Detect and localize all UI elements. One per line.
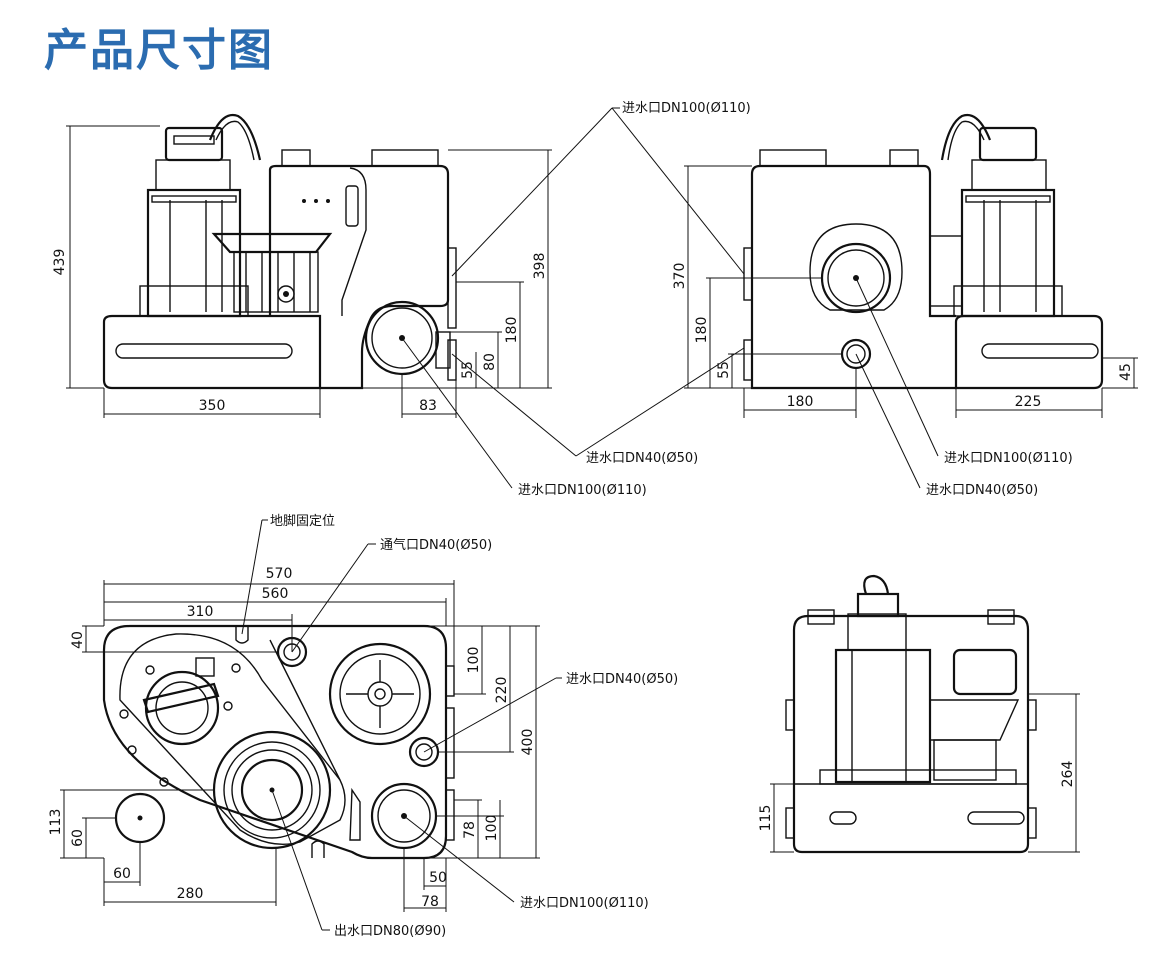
dim-115: 115 bbox=[758, 805, 774, 832]
label-inlet-dn100-top: 进水口DN100(Ø110) bbox=[622, 101, 751, 116]
dim-439: 439 bbox=[52, 249, 68, 276]
label-side-inlet-dn40: 进水口DN40(Ø50) bbox=[926, 483, 1038, 498]
dim-280: 280 bbox=[177, 886, 204, 902]
dim-45: 45 bbox=[1118, 363, 1134, 381]
dim-40: 40 bbox=[70, 631, 86, 649]
label-side-inlet-dn100: 进水口DN100(Ø110) bbox=[944, 451, 1073, 466]
dim-398: 398 bbox=[532, 253, 548, 280]
leader-lines-top: 进水口DN100(Ø110) 进水口DN40(Ø50) 进水口DN100(Ø11… bbox=[401, 101, 751, 498]
view-side-elevation: 370 180 55 45 180 225 进水口DN100(Ø110) 进水口… bbox=[672, 113, 1138, 498]
dim-264: 264 bbox=[1060, 761, 1076, 788]
dim-55: 55 bbox=[460, 361, 476, 379]
dim-100-bottom: 100 bbox=[484, 815, 500, 842]
dim-225: 225 bbox=[1015, 394, 1042, 410]
dim-220: 220 bbox=[494, 677, 510, 704]
dim-180: 180 bbox=[504, 317, 520, 344]
dim-370: 370 bbox=[672, 263, 688, 290]
dim-180-width: 180 bbox=[787, 394, 814, 410]
dim-80: 80 bbox=[482, 353, 498, 371]
dim-113: 113 bbox=[48, 809, 64, 836]
label-inlet-dn100-bot: 进水口DN100(Ø110) bbox=[518, 483, 647, 498]
view-front-elevation: 439 398 180 80 55 350 83 bbox=[52, 113, 552, 418]
label-inlet-dn40-mid: 进水口DN40(Ø50) bbox=[586, 451, 698, 466]
label-plan-inlet-dn40: 进水口DN40(Ø50) bbox=[566, 672, 678, 687]
view-plan: 570 560 310 40 100 220 400 78 100 113 bbox=[48, 513, 678, 939]
dim-78-right: 78 bbox=[462, 821, 478, 839]
dim-78-bottom: 78 bbox=[421, 894, 439, 910]
dim-310: 310 bbox=[187, 604, 214, 620]
dim-180-side: 180 bbox=[694, 317, 710, 344]
label-foot-fix: 地脚固定位 bbox=[270, 513, 335, 529]
dim-60-vert: 60 bbox=[70, 829, 86, 847]
dim-560: 560 bbox=[262, 586, 289, 602]
view-rear-elevation: 115 264 bbox=[758, 574, 1080, 854]
dim-83: 83 bbox=[419, 398, 437, 414]
label-plan-inlet-dn100: 进水口DN100(Ø110) bbox=[520, 896, 649, 911]
dim-60-horz: 60 bbox=[113, 866, 131, 882]
dim-100-top: 100 bbox=[466, 647, 482, 674]
label-vent: 通气口DN40(Ø50) bbox=[380, 537, 492, 553]
page-title: 产品尺寸图 bbox=[44, 25, 274, 76]
dim-50: 50 bbox=[429, 870, 447, 886]
dim-55-side: 55 bbox=[716, 361, 732, 379]
dim-570: 570 bbox=[266, 566, 293, 582]
dim-350: 350 bbox=[199, 398, 226, 414]
dim-400: 400 bbox=[520, 729, 536, 756]
label-outlet: 出水口DN80(Ø90) bbox=[334, 924, 446, 939]
